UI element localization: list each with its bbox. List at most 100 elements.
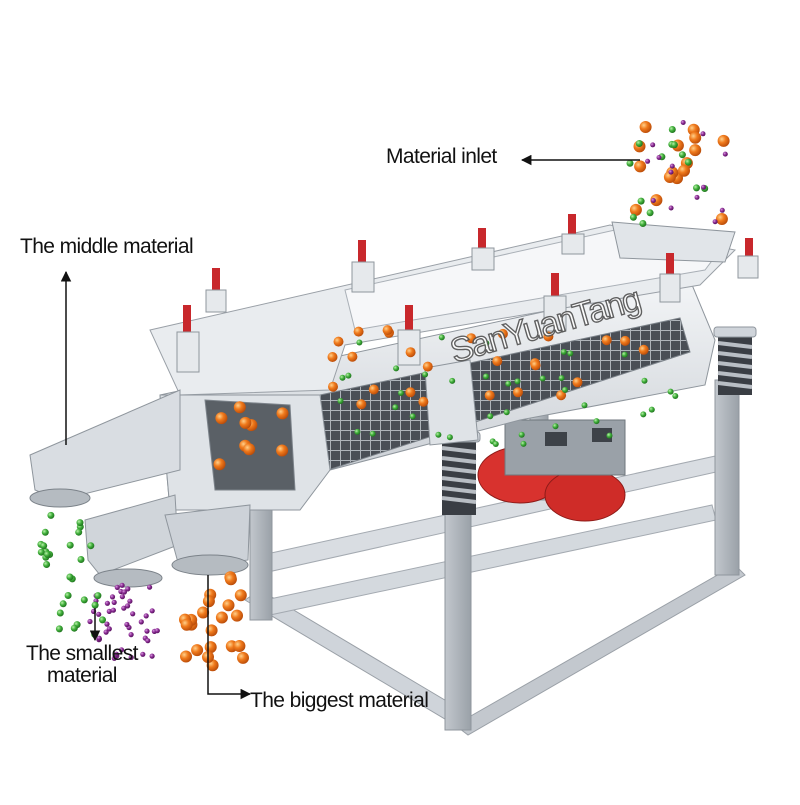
big-particle	[484, 390, 495, 401]
small-particle	[110, 607, 116, 613]
small-particle	[154, 628, 160, 634]
mid-particle	[487, 413, 494, 420]
mid-particle	[640, 411, 647, 418]
small-particle	[125, 586, 131, 592]
mid-particle	[339, 374, 346, 381]
small-particle	[143, 613, 149, 619]
mid-particle	[435, 431, 442, 438]
big-particle	[368, 384, 379, 395]
small-particle	[111, 655, 117, 661]
big-particle	[233, 640, 246, 652]
mid-particle	[562, 386, 568, 393]
big-particle	[689, 144, 702, 157]
small-particle	[145, 638, 151, 644]
small-particle	[645, 158, 651, 164]
small-particle	[701, 184, 706, 190]
mid-particle	[75, 528, 83, 536]
label-middle-material: The middle material	[20, 235, 194, 258]
big-particle	[197, 606, 210, 619]
mid-particle	[356, 339, 363, 346]
label-material-inlet: Material inlet	[386, 145, 497, 168]
mid-particle	[392, 404, 399, 411]
small-particle	[127, 598, 133, 604]
mid-particle	[94, 592, 102, 600]
small-particle	[680, 120, 686, 125]
mid-particle	[483, 340, 490, 347]
big-particle	[405, 387, 416, 398]
big-particle	[689, 131, 702, 144]
big-particle	[233, 401, 246, 414]
mid-particle	[43, 550, 51, 558]
big-particle	[333, 336, 344, 347]
big-particle	[543, 331, 554, 342]
big-particle	[422, 361, 433, 372]
label-smallest-line1: The smallest	[26, 642, 138, 665]
big-particle	[215, 412, 228, 425]
big-particle	[224, 573, 237, 586]
big-particle	[191, 644, 204, 657]
mid-particle	[438, 334, 445, 341]
mid-particle	[56, 609, 64, 617]
mid-particle	[354, 428, 361, 435]
big-particle	[466, 333, 477, 344]
mid-particle	[37, 548, 45, 556]
big-particle	[492, 356, 503, 367]
mid-particle	[626, 159, 634, 167]
label-smallest-line2: material	[46, 664, 117, 688]
mid-particle	[693, 184, 700, 192]
small-particle	[128, 632, 134, 638]
big-particle	[620, 335, 631, 346]
small-particle	[147, 584, 153, 590]
mid-particle	[446, 434, 453, 441]
big-particle	[237, 651, 249, 664]
big-particle	[215, 611, 228, 624]
big-particle	[556, 390, 567, 401]
mid-particle	[539, 375, 546, 382]
mid-particle	[345, 372, 352, 379]
big-particle	[353, 326, 364, 337]
big-particle	[530, 360, 541, 371]
mid-particle	[64, 592, 72, 599]
arrows	[60, 154, 640, 700]
small-particle	[694, 194, 700, 200]
big-particle	[717, 134, 730, 147]
big-particle	[276, 444, 289, 457]
mid-particle	[66, 573, 74, 581]
mid-particle	[492, 441, 499, 447]
big-particle	[634, 160, 647, 173]
small-particle	[700, 131, 706, 137]
small-particle	[668, 169, 674, 175]
mid-particle	[449, 377, 456, 384]
mid-particle	[505, 380, 512, 387]
big-particle	[328, 381, 338, 392]
big-particle	[222, 599, 235, 612]
big-particle	[347, 351, 358, 362]
mid-particle	[503, 409, 510, 416]
mid-particle	[552, 423, 559, 430]
mid-particle	[70, 624, 78, 632]
mid-particle	[641, 377, 648, 384]
mid-particle	[567, 350, 574, 357]
mid-particle	[593, 418, 600, 425]
small-particle	[119, 594, 125, 600]
small-particle	[106, 608, 112, 615]
mid-particle	[43, 561, 51, 568]
small-particle	[650, 142, 656, 148]
big-particle	[639, 121, 652, 133]
big-particle	[382, 325, 393, 336]
big-particle	[243, 443, 256, 456]
big-particle	[405, 347, 416, 358]
big-particle	[638, 344, 649, 355]
mid-particle	[91, 601, 99, 609]
small-particle	[96, 611, 102, 617]
big-particle	[180, 618, 193, 631]
big-particle	[239, 416, 252, 429]
mid-particle	[337, 398, 344, 404]
small-particle	[149, 608, 155, 614]
arrow-biggest-material	[207, 575, 252, 700]
small-particle	[722, 151, 728, 157]
big-particle	[601, 335, 612, 346]
big-particle	[213, 458, 226, 471]
big-particle	[678, 164, 690, 177]
